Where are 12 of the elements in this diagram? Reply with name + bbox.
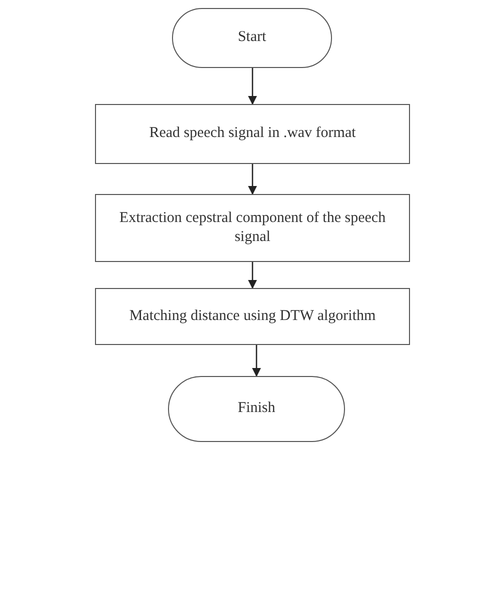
process-box	[95, 288, 410, 345]
arrow	[248, 68, 258, 105]
node-label: Start	[236, 28, 268, 48]
arrow	[248, 262, 258, 289]
arrow	[252, 345, 262, 377]
node-label: Matching distance using DTW algorithm	[128, 306, 377, 326]
node-label: Read speech signal in .wav format	[148, 124, 357, 144]
node-label: Finish	[236, 399, 276, 418]
process-box	[95, 104, 410, 164]
node-label: Extraction cepstral component of the speech signal	[118, 208, 387, 247]
arrow	[248, 164, 258, 195]
process-box	[95, 194, 410, 262]
